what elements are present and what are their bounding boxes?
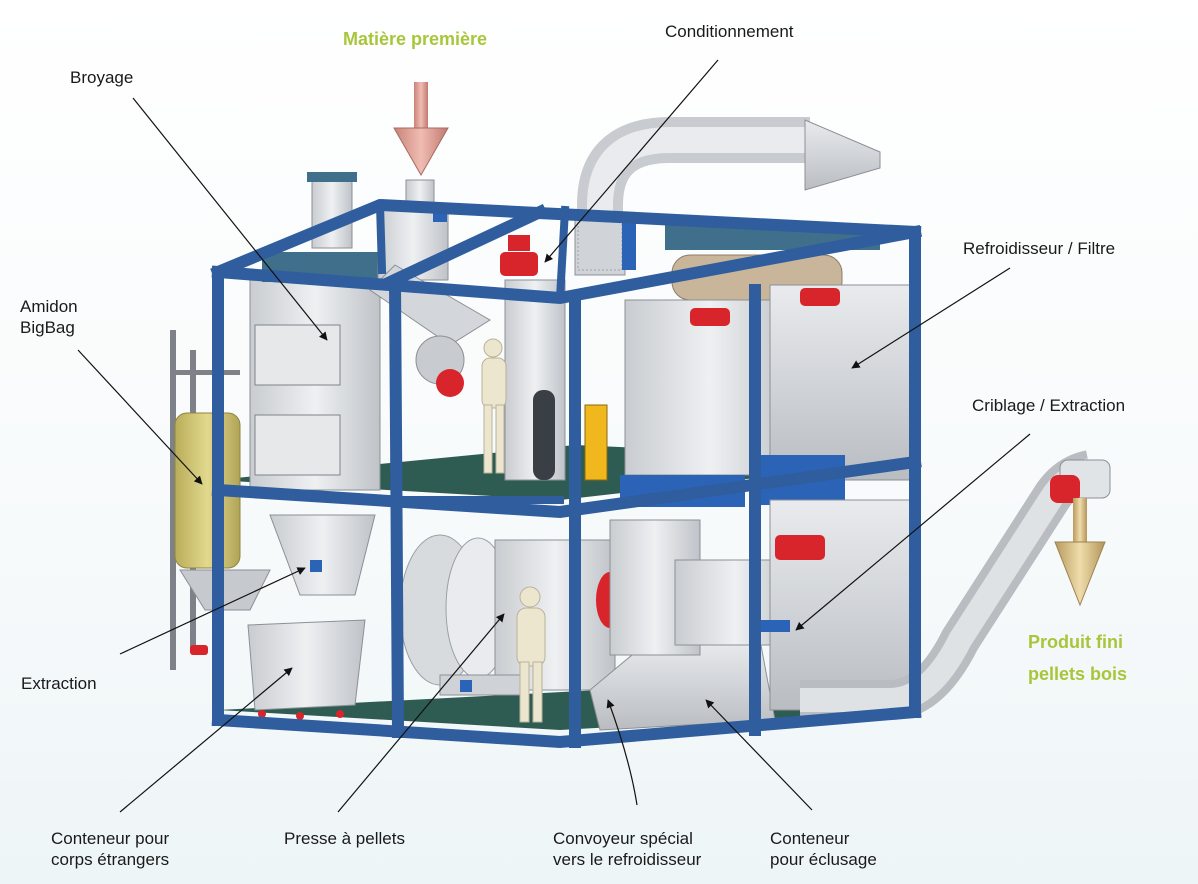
extraction-hopper [269, 514, 376, 596]
label-broyage: Broyage [70, 68, 134, 87]
label-produit-fini: Produit fini pellets bois [1028, 626, 1127, 690]
leader-lines [77, 59, 1031, 813]
label-matiere-premiere: Matière première [343, 29, 488, 49]
broyage-machine [249, 172, 387, 491]
label-amidon-bigbag: Amidon BigBag [20, 296, 78, 338]
label-presse: Presse à pellets [284, 829, 405, 848]
label-amidon-line1: Amidon [20, 297, 78, 316]
leader-criblage [795, 433, 1031, 631]
leader-conteneur-corps [119, 667, 293, 813]
label-conteneur-corps-line1: Conteneur pour [51, 829, 170, 848]
label-produit-line2: pellets bois [1028, 664, 1128, 684]
screening-machine [674, 499, 911, 711]
person-upper [481, 338, 507, 474]
leader-convoyeur [606, 699, 638, 806]
pellet-press [399, 534, 624, 696]
leader-presse [337, 613, 505, 813]
leader-extraction [119, 567, 306, 655]
label-conteneur-corps: Conteneur pour corps étrangers [51, 828, 169, 870]
label-conteneur-corps-line2: corps étrangers [51, 850, 170, 869]
label-conteneur-eclusage-line1: Conteneur [770, 829, 850, 848]
input-material-arrow [393, 82, 449, 177]
label-convoyeur: Convoyeur spécial vers le refroidisseur [553, 828, 701, 870]
leader-refroidisseur [851, 267, 1011, 369]
label-produit-line1: Produit fini [1028, 632, 1123, 652]
label-extraction: Extraction [21, 674, 97, 693]
label-convoyeur-line1: Convoyeur spécial [553, 829, 693, 848]
label-criblage: Criblage / Extraction [972, 396, 1126, 415]
blue-frame [210, 198, 922, 749]
output-conveyor [800, 450, 1111, 720]
central-column [504, 279, 608, 481]
label-conteneur-eclusage-line2: pour éclusage [770, 850, 877, 869]
label-amidon-line2: BigBag [20, 318, 75, 337]
label-convoyeur-line2: vers le refroidisseur [553, 850, 702, 869]
leader-amidon [77, 349, 203, 485]
leader-broyage [132, 97, 328, 341]
cooler-conveyor [589, 519, 776, 731]
label-conteneur-eclusage: Conteneur pour éclusage [770, 828, 877, 870]
label-refroidisseur: Refroidisseur / Filtre [963, 239, 1116, 258]
label-conditionnement: Conditionnement [665, 22, 794, 41]
leader-conditionnement [544, 59, 719, 263]
person-lower [516, 586, 546, 723]
foreign-bodies-container [247, 619, 366, 720]
leader-conteneur-eclusage [705, 699, 813, 811]
output-product-arrow [1054, 498, 1106, 607]
